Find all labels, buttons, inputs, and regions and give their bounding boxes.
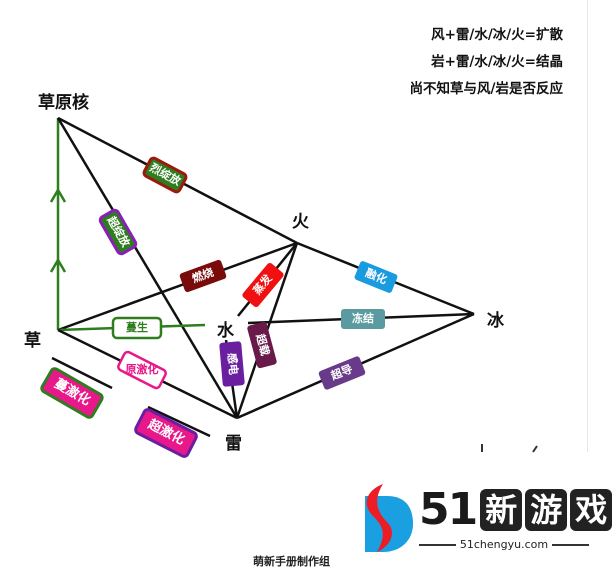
divider-line bbox=[552, 543, 589, 546]
arrow-up-icon bbox=[49, 257, 67, 273]
legend-line-unknown: 尚不知草与风/岩是否反应 bbox=[409, 81, 563, 97]
logo-char-2: 游 bbox=[525, 488, 568, 531]
reaction-label-bloom: 蔓生 bbox=[126, 321, 148, 334]
reaction-badge-bloom bbox=[111, 316, 163, 340]
legend-line-swirl: 风+雷/水/冰/火=扩散 bbox=[431, 27, 563, 43]
logo-number: 51 bbox=[419, 484, 478, 535]
node-pyro: 火 bbox=[292, 212, 309, 232]
reaction-label-frozen: 冻结 bbox=[352, 312, 374, 325]
reaction-badge-spread bbox=[40, 367, 104, 419]
reaction-badge-frozen bbox=[341, 309, 385, 329]
reaction-badge-melt bbox=[354, 261, 398, 293]
node-hydro: 水 bbox=[217, 321, 234, 341]
logo-char-1: 新 bbox=[480, 488, 523, 531]
reaction-badge-aggravate bbox=[134, 408, 198, 458]
reaction-badge-burning bbox=[179, 259, 227, 293]
reaction-label-quicken: 原激化 bbox=[125, 363, 159, 376]
arrow-up-icon bbox=[49, 187, 67, 203]
reaction-badge-electro-charged bbox=[219, 341, 245, 387]
logo-mark-icon bbox=[365, 484, 413, 552]
divider-line bbox=[419, 543, 456, 546]
logo-url[interactable]: 51chengyu.com bbox=[459, 538, 549, 551]
reaction-badge-superconduct bbox=[318, 356, 366, 390]
legend: 风+雷/水/冰/火=扩散 岩+雷/水/冰/火=结晶 尚不知草与风/岩是否反应 bbox=[410, 22, 563, 103]
node-dendro: 草 bbox=[24, 331, 41, 351]
reaction-badge-hyperbloom bbox=[98, 208, 138, 256]
node-dendro-core: 草原核 bbox=[38, 93, 89, 113]
node-electro: 雷 bbox=[225, 434, 242, 454]
site-logo[interactable]: 51 新 游 戏 51chengyu.com bbox=[357, 482, 613, 557]
reaction-badge-vaporize bbox=[242, 262, 284, 308]
reaction-badge-overloaded bbox=[247, 321, 277, 369]
legend-line-crystallize: 岩+雷/水/冰/火=结晶 bbox=[431, 54, 563, 70]
node-cryo: 冰 bbox=[487, 311, 504, 331]
logo-char-3: 戏 bbox=[570, 488, 613, 531]
reaction-badge-burgeon bbox=[142, 156, 188, 194]
divider-line bbox=[587, 0, 588, 452]
reaction-badge-quicken bbox=[117, 350, 167, 390]
credit-text: 萌新手册制作组 bbox=[253, 555, 330, 568]
